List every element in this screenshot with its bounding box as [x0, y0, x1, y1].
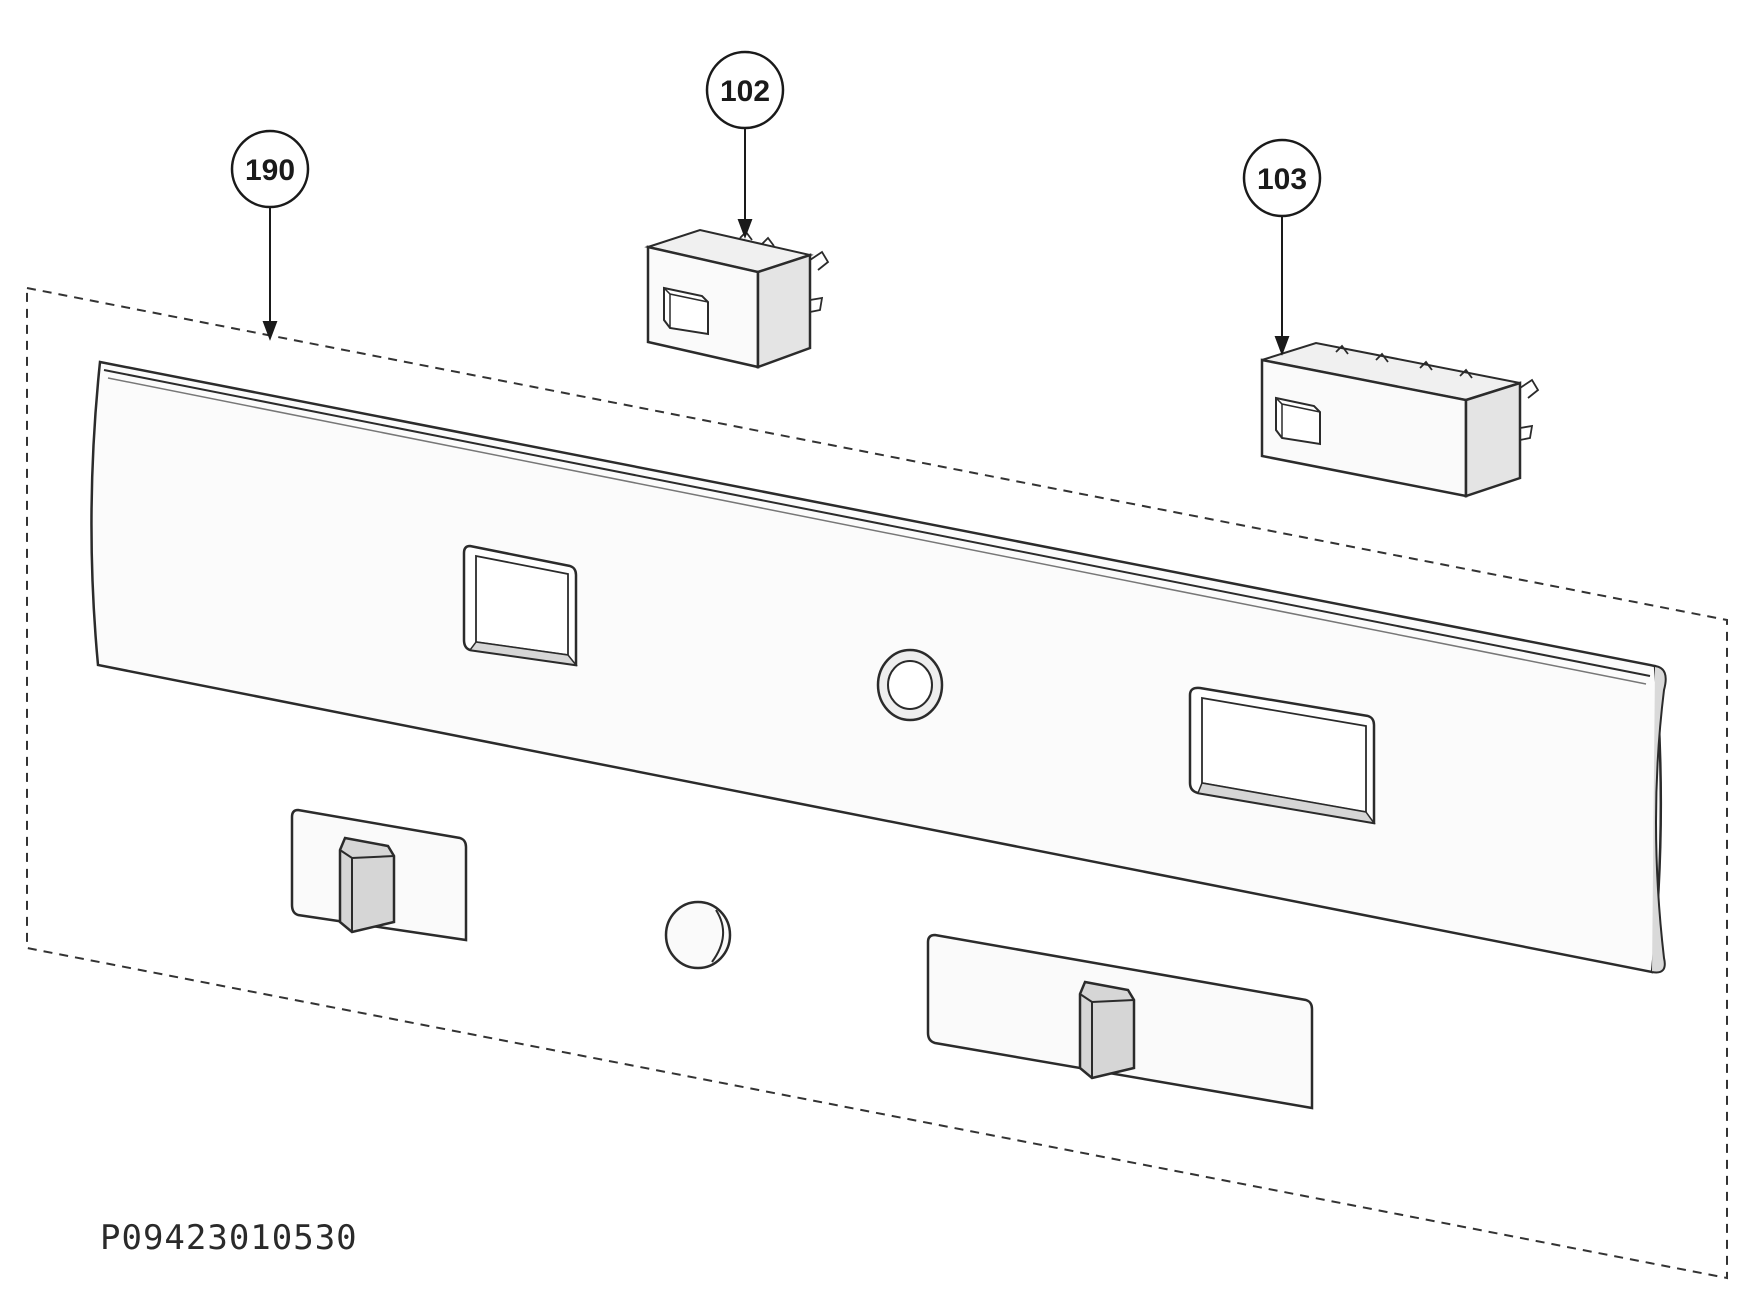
control-panel: [90, 360, 1667, 974]
assembly-boundary: [26, 286, 1728, 1280]
switch-part-102: [644, 228, 830, 369]
panel-ring-hole: [876, 648, 944, 722]
round-button: [664, 900, 732, 970]
slider-left: [290, 808, 468, 942]
switch-part-103: [1260, 341, 1540, 498]
slider-right: [926, 933, 1314, 1110]
callout-102: 102: [705, 50, 785, 130]
leader-lines: [262, 128, 1290, 356]
callout-190: 190: [230, 129, 310, 209]
display-window-right: [1188, 686, 1376, 825]
callout-label-102: 102: [720, 75, 770, 108]
drawing-code: P09423010530: [100, 1218, 358, 1258]
display-window-left: [462, 544, 578, 667]
callout-103: 103: [1242, 138, 1322, 218]
callout-label-103: 103: [1257, 163, 1307, 196]
callout-label-190: 190: [245, 154, 295, 187]
